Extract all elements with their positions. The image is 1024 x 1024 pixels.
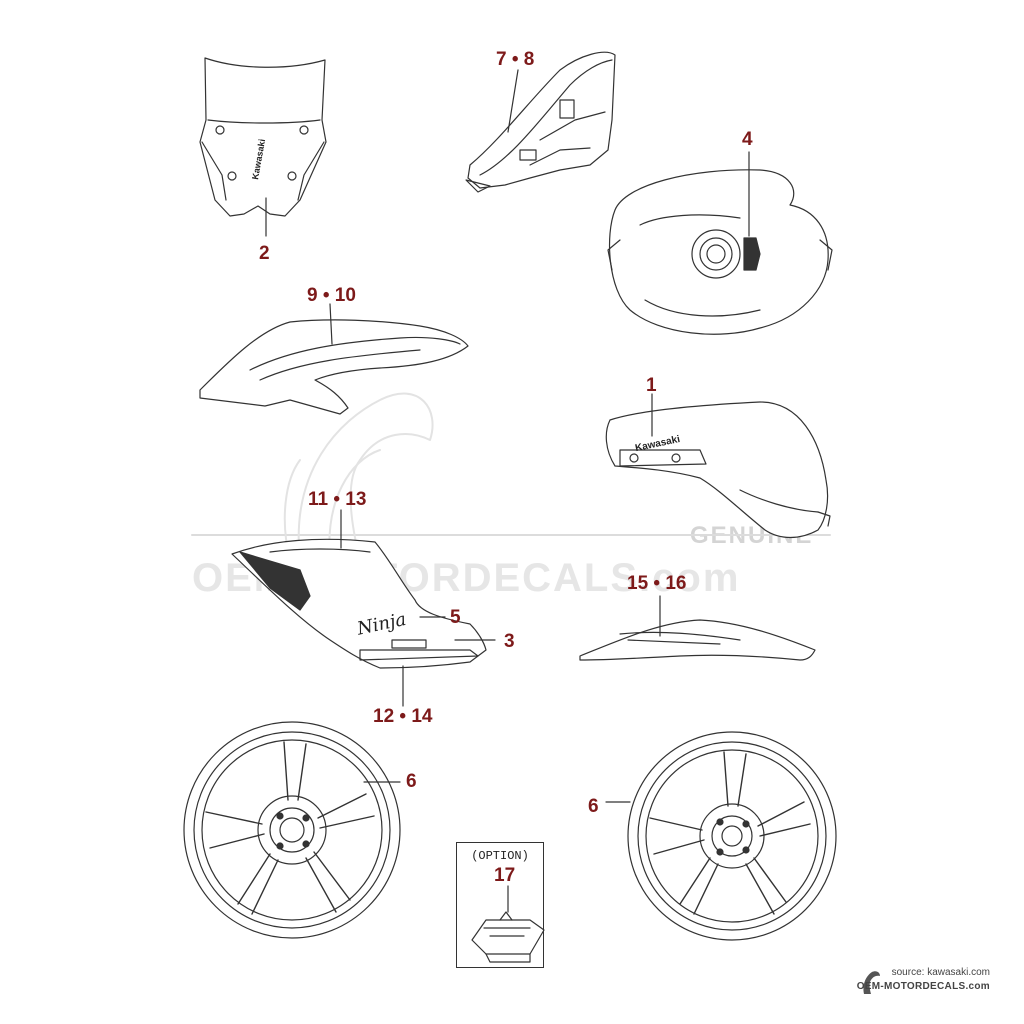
shroud-decal-part <box>231 538 487 669</box>
callout-17: 17 <box>494 865 516 886</box>
option-bracket-part <box>471 911 545 963</box>
wheel-left-part <box>183 721 401 939</box>
footer-source: source: kawasaki.com <box>891 967 990 978</box>
footer-credit: source: kawasaki.com OEM-MOTORDECALS.com <box>857 966 990 994</box>
watermark-bird-icon <box>863 971 880 994</box>
side-fairing-part <box>199 319 469 415</box>
callout-11-13: 11 • 13 <box>308 489 367 510</box>
callout-15-16: 15 • 16 <box>627 573 687 594</box>
callout-12-14: 12 • 14 <box>373 706 433 727</box>
fuel-tank-top-part <box>607 169 833 335</box>
option-label: (OPTION) <box>471 849 529 863</box>
callout-7-8: 7 • 8 <box>496 49 535 70</box>
callout-4: 4 <box>742 129 753 150</box>
callout-2: 2 <box>259 243 270 264</box>
wheel-right-part <box>627 731 837 941</box>
fuel-tank-side-part <box>605 401 831 539</box>
windscreen-part <box>199 57 327 217</box>
footer-site: OEM-MOTORDECALS.com <box>856 981 990 992</box>
callout-9-10: 9 • 10 <box>307 285 356 306</box>
callout-3: 3 <box>504 631 515 652</box>
callout-1: 1 <box>646 375 657 396</box>
upper-cowl-part <box>465 51 616 193</box>
callout-6-left: 6 <box>406 771 417 792</box>
tail-decal-part <box>579 619 816 661</box>
callout-5: 5 <box>450 607 461 628</box>
callout-6-right: 6 <box>588 796 599 817</box>
leader-7-8 <box>507 69 519 133</box>
leader-9-10 <box>329 303 333 345</box>
option-box: (OPTION) <box>456 842 544 968</box>
